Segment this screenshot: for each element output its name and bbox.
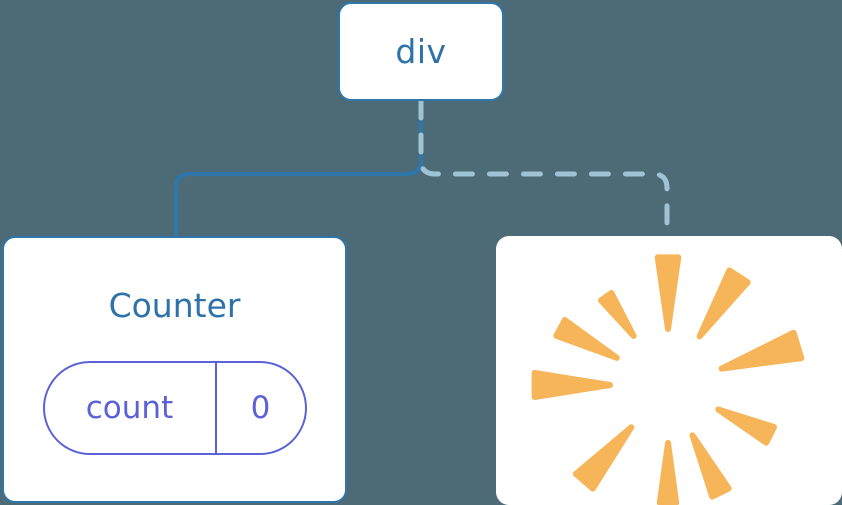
sparkle-ray-9 xyxy=(572,424,635,492)
sparkle-ray-4 xyxy=(696,267,751,340)
state-key-cell: count xyxy=(45,363,217,453)
sparkle-ray-0 xyxy=(654,254,682,332)
sparkle-ray-1 xyxy=(597,290,637,339)
edge-div-to-counter xyxy=(174,99,423,240)
sparkle-ray-3 xyxy=(531,369,613,401)
sparkle-ray-7 xyxy=(689,432,732,500)
sparkle-ray-5 xyxy=(718,329,805,372)
node-counter[interactable]: Counter count 0 xyxy=(2,236,347,503)
node-div[interactable]: div xyxy=(338,2,504,101)
node-div-label: div xyxy=(395,32,447,71)
edge-div-to-burst xyxy=(418,98,670,241)
state-key-label: count xyxy=(85,389,174,426)
sparkle-burst-icon xyxy=(531,254,805,505)
sparkle-ray-8 xyxy=(656,440,680,505)
node-counter-label: Counter xyxy=(108,286,241,325)
sparkle-ray-6 xyxy=(715,406,777,446)
state-value-cell: 0 xyxy=(217,363,305,453)
state-value-label: 0 xyxy=(250,389,271,426)
node-render-burst[interactable] xyxy=(496,236,842,505)
state-pill[interactable]: count 0 xyxy=(42,361,307,455)
sparkle-ray-2 xyxy=(553,317,620,361)
